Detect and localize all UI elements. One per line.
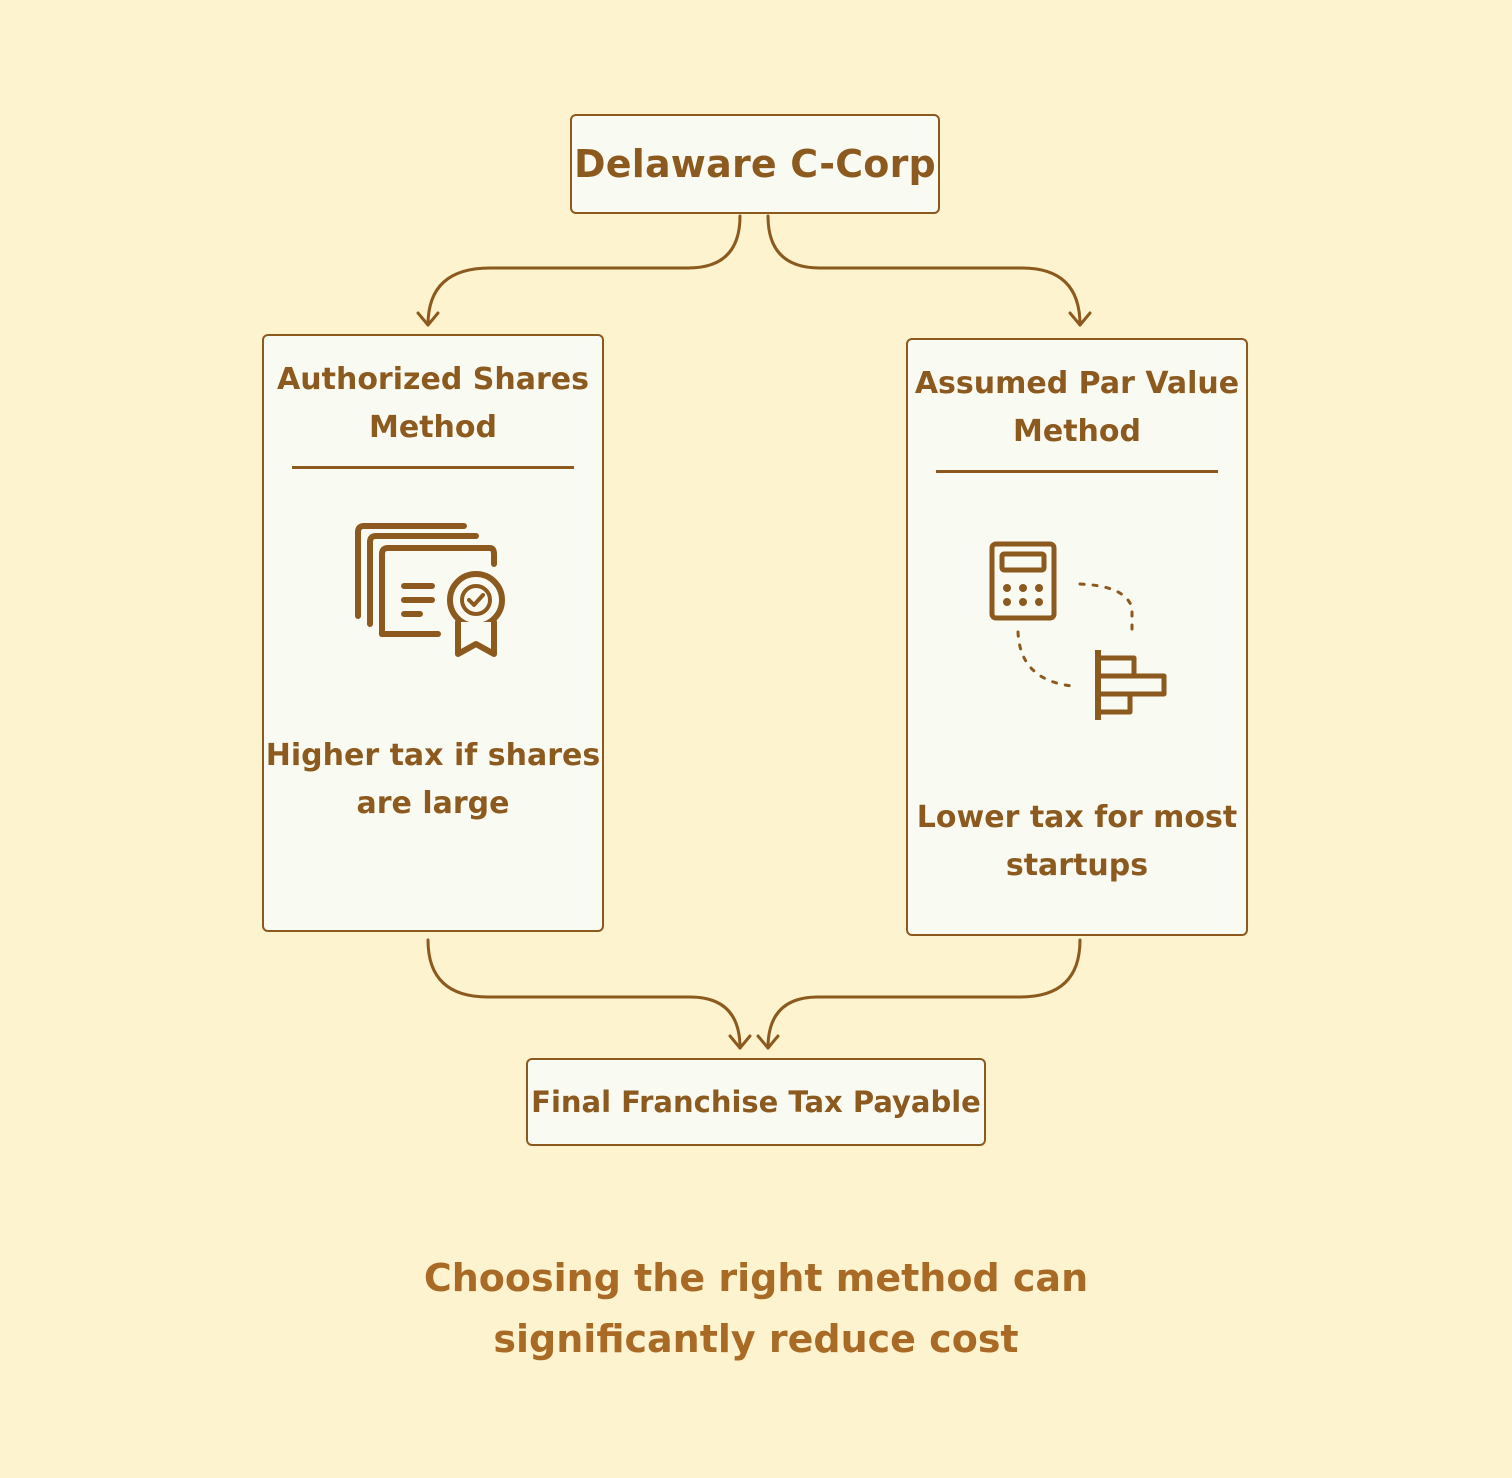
assumed-par-value-title-line1: Assumed Par Value bbox=[914, 366, 1240, 401]
assumed-par-value-method-card: Assumed Par Value Method Lower tax for m… bbox=[906, 338, 1248, 936]
certificate-icon bbox=[355, 523, 505, 657]
caption: Choosing the right method can significan… bbox=[306, 1248, 1206, 1370]
arrowhead-left bbox=[416, 311, 440, 327]
assumed-par-value-divider bbox=[936, 470, 1218, 473]
arrowhead-bottom-right bbox=[756, 1034, 780, 1050]
arrowhead-bottom-left bbox=[728, 1034, 752, 1050]
delaware-ccorp-box: Delaware C-Corp bbox=[570, 114, 940, 214]
authorized-shares-title-line2: Method bbox=[369, 410, 497, 445]
authorized-shares-title-line1: Authorized Shares bbox=[277, 362, 589, 397]
assumed-par-value-title: Assumed Par Value Method bbox=[908, 360, 1246, 456]
assumed-par-value-desc-line1: Lower tax for most bbox=[916, 800, 1238, 835]
authorized-shares-divider bbox=[292, 466, 574, 469]
final-franchise-tax-box: Final Franchise Tax Payable bbox=[526, 1058, 986, 1146]
assumed-par-value-desc-line2: startups bbox=[1005, 848, 1149, 883]
authorized-shares-desc-line2: are large bbox=[356, 786, 510, 821]
delaware-ccorp-label: Delaware C-Corp bbox=[574, 142, 936, 186]
authorized-shares-desc: Higher tax if shares are large bbox=[264, 732, 602, 828]
arrow-top-to-left bbox=[426, 214, 742, 327]
calculator-chart-icon bbox=[989, 541, 1167, 720]
authorized-shares-method-card: Authorized Shares Method Higher tax if s… bbox=[262, 334, 604, 932]
caption-line2: significantly reduce cost bbox=[493, 1317, 1019, 1361]
assumed-par-value-title-line2: Method bbox=[1013, 414, 1141, 449]
caption-line1: Choosing the right method can bbox=[423, 1256, 1089, 1300]
arrow-top-to-right bbox=[766, 214, 1082, 327]
final-franchise-tax-label: Final Franchise Tax Payable bbox=[531, 1085, 981, 1119]
authorized-shares-desc-line1: Higher tax if shares bbox=[265, 738, 601, 773]
arrow-left-to-bottom bbox=[426, 938, 742, 1050]
assumed-par-value-desc: Lower tax for most startups bbox=[908, 794, 1246, 890]
authorized-shares-title: Authorized Shares Method bbox=[264, 356, 602, 452]
arrowhead-right bbox=[1068, 311, 1092, 327]
arrow-right-to-bottom bbox=[766, 938, 1082, 1050]
